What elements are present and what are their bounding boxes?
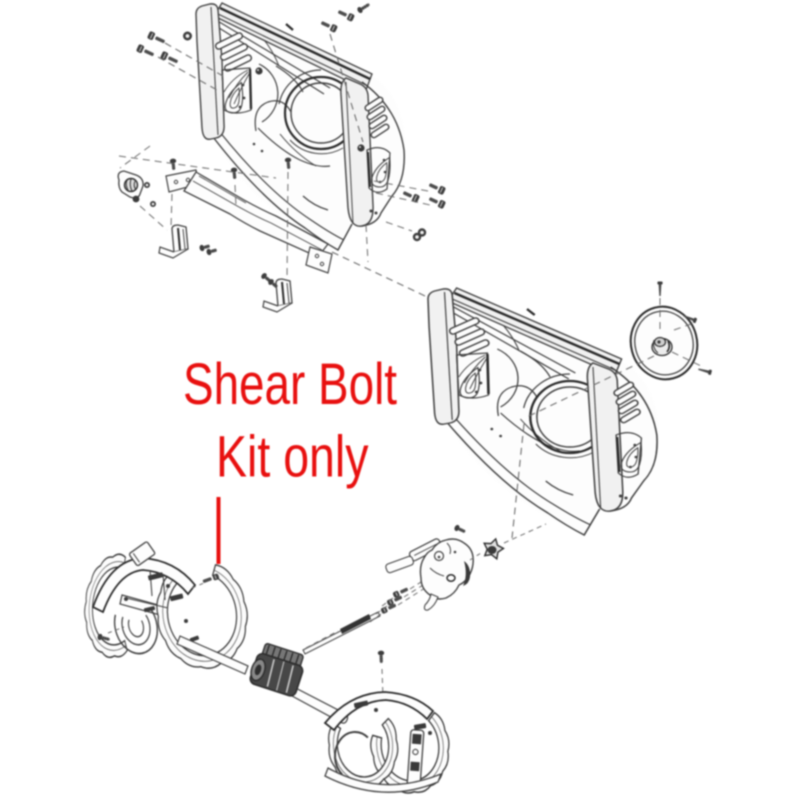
svg-text:Kit only: Kit only (216, 425, 369, 490)
svg-text:Shear Bolt: Shear Bolt (183, 352, 397, 417)
